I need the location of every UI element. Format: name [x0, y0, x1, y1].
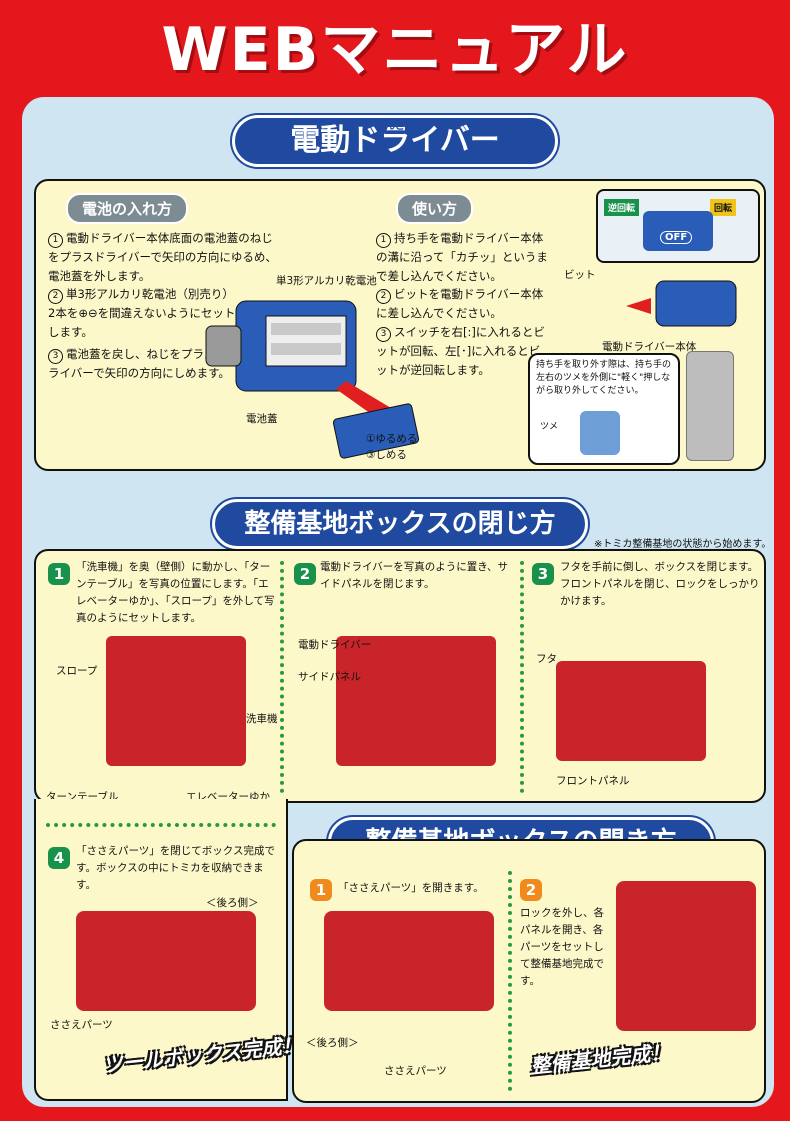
toolbox-complete: ツールボックス完成！: [101, 1032, 303, 1078]
close-step-3-photo: [556, 661, 706, 761]
front-panel-label: フロントパネル: [556, 775, 630, 787]
close-step-1-photo: [106, 636, 246, 766]
loosen-label: ①ゆるめる: [366, 433, 418, 445]
bit-label: ビット: [564, 269, 596, 281]
back-label-close: ＜後ろ側＞: [206, 897, 259, 909]
open-panel: 1 「ささえパーツ」を開きます。 2 ロックを外し、各パネルを開き、各パーツをセ…: [292, 839, 766, 1103]
close-step-3-badge: 3: [532, 563, 554, 585]
close-step-2-text: 電動ドライバーを写真のように置き、サイドパネルを閉じます。: [320, 561, 509, 590]
side-panel-label: サイドパネル: [298, 671, 361, 683]
close-step-2-photo: [336, 636, 496, 766]
reverse-label: 逆回転: [604, 199, 640, 216]
body-label: 電動ドライバー本体: [602, 341, 697, 353]
driver-body-illustration: [626, 280, 737, 327]
open-step-2-text: ロックを外し、各パネルを開き、各パーツをセットして整備基地完成です。: [520, 907, 604, 987]
support-label-open: ささえパーツ: [384, 1065, 447, 1077]
note-text: 持ち手を取り外す際は、持ち手の左右のツメを外側に"軽く"押しながら取り外してくだ…: [536, 360, 672, 396]
open-step-2-photo: [616, 881, 756, 1031]
support-label-close: ささえパーツ: [50, 1019, 113, 1031]
open-step-1-badge: 1: [310, 879, 332, 901]
close-panel-top: 1 「洗車機」を奥（壁側）に動かし、「ターンテーブル」を写真の位置にします。「エ…: [34, 549, 766, 803]
tab-label: ツメ: [540, 422, 559, 432]
tighten-label: ③しめる: [366, 449, 407, 461]
battery-illustration: [205, 300, 420, 459]
page-title: WEBマニュアル: [161, 15, 629, 85]
close-step-3-text: フタを手前に倒し、ボックスを閉じます。フロントパネルを閉じ、ロックをしっかりかけ…: [560, 561, 760, 607]
open-step-1-photo: [324, 911, 494, 1011]
battery-heading: 電池の入れ方: [66, 193, 189, 224]
close-section-title: 整備基地ボックスの閉じ方: [212, 499, 588, 549]
open-step-1-text: 「ささえパーツ」を開きます。: [338, 882, 484, 894]
usage-heading: 使い方: [396, 193, 474, 224]
driver-title-ruby: でんどう: [375, 121, 415, 132]
lid-label: 電池蓋: [246, 413, 278, 425]
open-step-2-badge: 2: [520, 879, 542, 901]
car-wash-label: 洗車機: [246, 713, 278, 725]
slope-label: スロープ: [56, 665, 98, 677]
divider-3: [46, 823, 276, 827]
close-step-4-photo: [76, 911, 256, 1011]
divider-4: [508, 871, 512, 1091]
base-complete: 整備基地完成！: [529, 1039, 672, 1079]
close-panel-bottom: 4 「ささえパーツ」を閉じてボックス完成です。ボックスの中にトミカを収納できます…: [34, 799, 302, 1101]
grip-illustration: [686, 351, 734, 461]
lid-label-close: フタ: [536, 653, 557, 665]
driver-label: 電動ドライバー: [298, 639, 372, 651]
note-box: 持ち手を取り外す際は、持ち手の左右のツメを外側に"軽く"押しながら取り外してくだ…: [528, 353, 680, 465]
close-step-2-badge: 2: [294, 563, 316, 585]
switch-diagram: 逆回転 回転 OFF: [596, 189, 760, 263]
close-step-1-badge: 1: [48, 563, 70, 585]
close-step-1-text: 「洗車機」を奥（壁側）に動かし、「ターンテーブル」を写真の位置にします。「エレベ…: [76, 561, 275, 624]
close-step-4-badge: 4: [48, 847, 70, 869]
rotate-label: 回転: [710, 199, 737, 216]
off-label: OFF: [660, 231, 693, 244]
divider-2: [520, 561, 524, 793]
back-label-open: ＜後ろ側＞: [306, 1037, 359, 1049]
driver-title-text: 電動ドライバー: [290, 123, 500, 158]
battery-label: 単3形アルカリ乾電池: [276, 275, 377, 287]
close-note: ※トミカ整備基地の状態から始めます。: [594, 539, 772, 550]
close-step-4-text: 「ささえパーツ」を閉じてボックス完成です。ボックスの中にトミカを収納できます。: [76, 845, 275, 891]
divider-1: [280, 561, 284, 793]
driver-section-title: でんどう 電動ドライバー: [232, 115, 558, 167]
